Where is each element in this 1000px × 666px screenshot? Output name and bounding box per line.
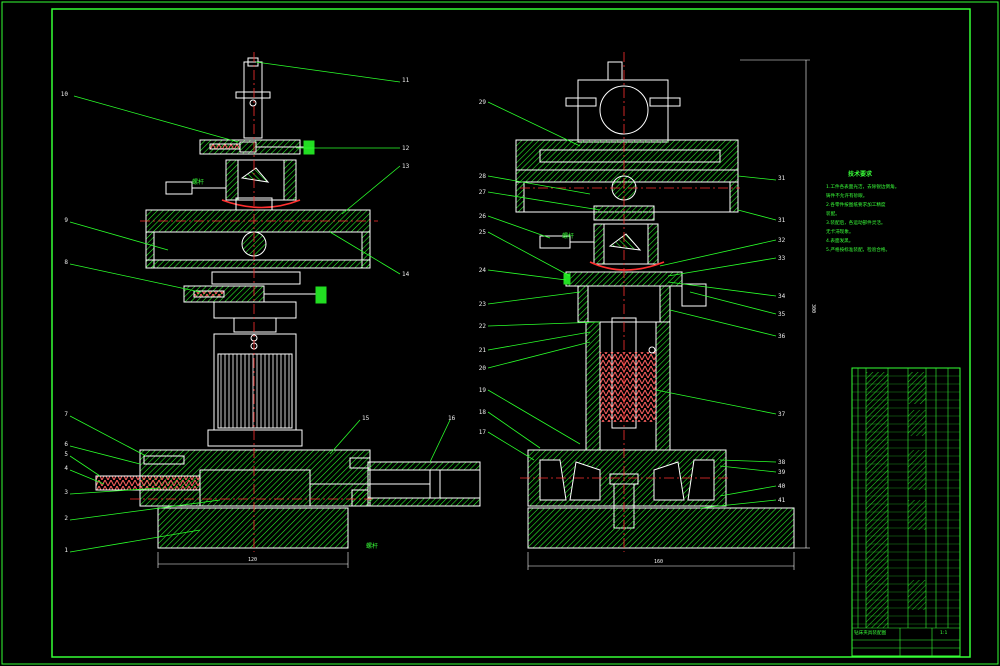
tech-requirement-item: 5.严格按标准装配，检验合格。 <box>826 246 890 253</box>
tech-requirement-item: 3.装配后，各运动部件灵活。 <box>826 219 886 226</box>
right-top-vblock <box>577 79 669 143</box>
part-label: 24 <box>479 267 487 274</box>
inner-frame <box>51 8 971 658</box>
title-block: 钻床夹具装配图 1:1 <box>851 367 961 657</box>
part-label: 3 <box>64 489 68 496</box>
right-view: 160 300 螺杆 <box>479 52 816 570</box>
part-label: 37 <box>778 411 786 418</box>
right-spring <box>600 352 656 422</box>
part-label: 28 <box>479 173 487 180</box>
part-label: 17 <box>479 429 487 436</box>
tech-requirement-item: 2.各零件按图纸要求加工精度 <box>826 201 886 208</box>
part-label: 38 <box>778 459 786 466</box>
right-dimension-width: 160 <box>654 559 663 565</box>
part-label: 23 <box>479 301 487 308</box>
part-label: 5 <box>64 451 68 458</box>
title-block-drawing-name: 钻床夹具装配图 <box>854 629 887 636</box>
part-label: 20 <box>479 365 487 372</box>
title-block-column-fill-6 <box>908 580 926 610</box>
part-label: 7 <box>64 411 68 418</box>
right-note: 螺杆 <box>562 232 574 240</box>
part-label: 12 <box>402 145 410 152</box>
part-label: 14 <box>402 271 410 278</box>
part-label: 27 <box>479 189 487 196</box>
title-block-column-fill-2 <box>908 372 926 404</box>
left-lower-handle <box>315 286 327 304</box>
left-dimension-width: 120 <box>248 557 257 563</box>
part-label: 13 <box>402 163 410 170</box>
left-view: 120 螺杆 螺杆 10 9 8 7 6 5 4 3 2 1 11 12 13 14 15 16 <box>61 52 481 568</box>
part-label: 22 <box>479 323 487 330</box>
part-label: 19 <box>479 387 487 394</box>
part-label: 2 <box>64 515 68 522</box>
part-label: 9 <box>64 217 68 224</box>
tech-requirement-item: 4.表面发黑。 <box>826 237 853 244</box>
part-label: 8 <box>64 259 68 266</box>
right-dimension-height: 300 <box>810 304 816 313</box>
part-label: 34 <box>778 293 786 300</box>
title-block-column-fill-5 <box>908 500 926 530</box>
tech-requirement-item: 铸件不允许有砂眼。 <box>826 192 867 199</box>
left-spring <box>95 475 201 491</box>
part-label: 41 <box>778 497 786 504</box>
tech-requirement-item: 1.工件各表面光洁，去除锐边倒角。 <box>826 183 899 190</box>
tech-requirements-title: 技术要求 <box>848 170 873 178</box>
tech-requirements: 技术要求 1.工件各表面光洁，去除锐边倒角。 铸件不允许有砂眼。 2.各零件按图纸… <box>826 170 899 253</box>
part-label: 10 <box>61 91 69 98</box>
part-label: 40 <box>778 483 786 490</box>
part-label: 18 <box>479 409 487 416</box>
left-upper-handle <box>303 140 315 155</box>
part-label: 31 <box>778 175 786 182</box>
part-label: 39 <box>778 469 786 476</box>
part-label: 4 <box>64 465 68 472</box>
tech-requirement-item: 装配。 <box>826 210 840 217</box>
part-label: 16 <box>448 415 456 422</box>
part-label: 6 <box>64 441 68 448</box>
part-label: 1 <box>64 547 68 554</box>
part-label: 21 <box>479 347 487 354</box>
title-block-column-fill-1 <box>866 372 888 628</box>
title-block-column-fill-3 <box>908 410 926 436</box>
title-block-column-fill-4 <box>908 450 926 490</box>
tech-requirement-item: 无卡滞现象。 <box>826 228 854 235</box>
part-label: 26 <box>479 213 487 220</box>
part-label: 29 <box>479 99 487 106</box>
left-bottom-block <box>157 507 349 549</box>
left-note-2: 螺杆 <box>366 542 378 550</box>
part-label: 11 <box>402 77 410 84</box>
left-top-post <box>243 61 263 139</box>
part-label: 32 <box>778 237 786 244</box>
part-label: 35 <box>778 311 786 318</box>
left-note-1: 螺杆 <box>192 178 204 186</box>
part-label: 31 <box>778 217 786 224</box>
part-label: 25 <box>479 229 487 236</box>
part-label: 33 <box>778 255 786 262</box>
part-label: 36 <box>778 333 786 340</box>
right-bottom-block <box>527 507 795 549</box>
title-block-scale: 1:1 <box>940 630 947 636</box>
part-label: 15 <box>362 415 370 422</box>
